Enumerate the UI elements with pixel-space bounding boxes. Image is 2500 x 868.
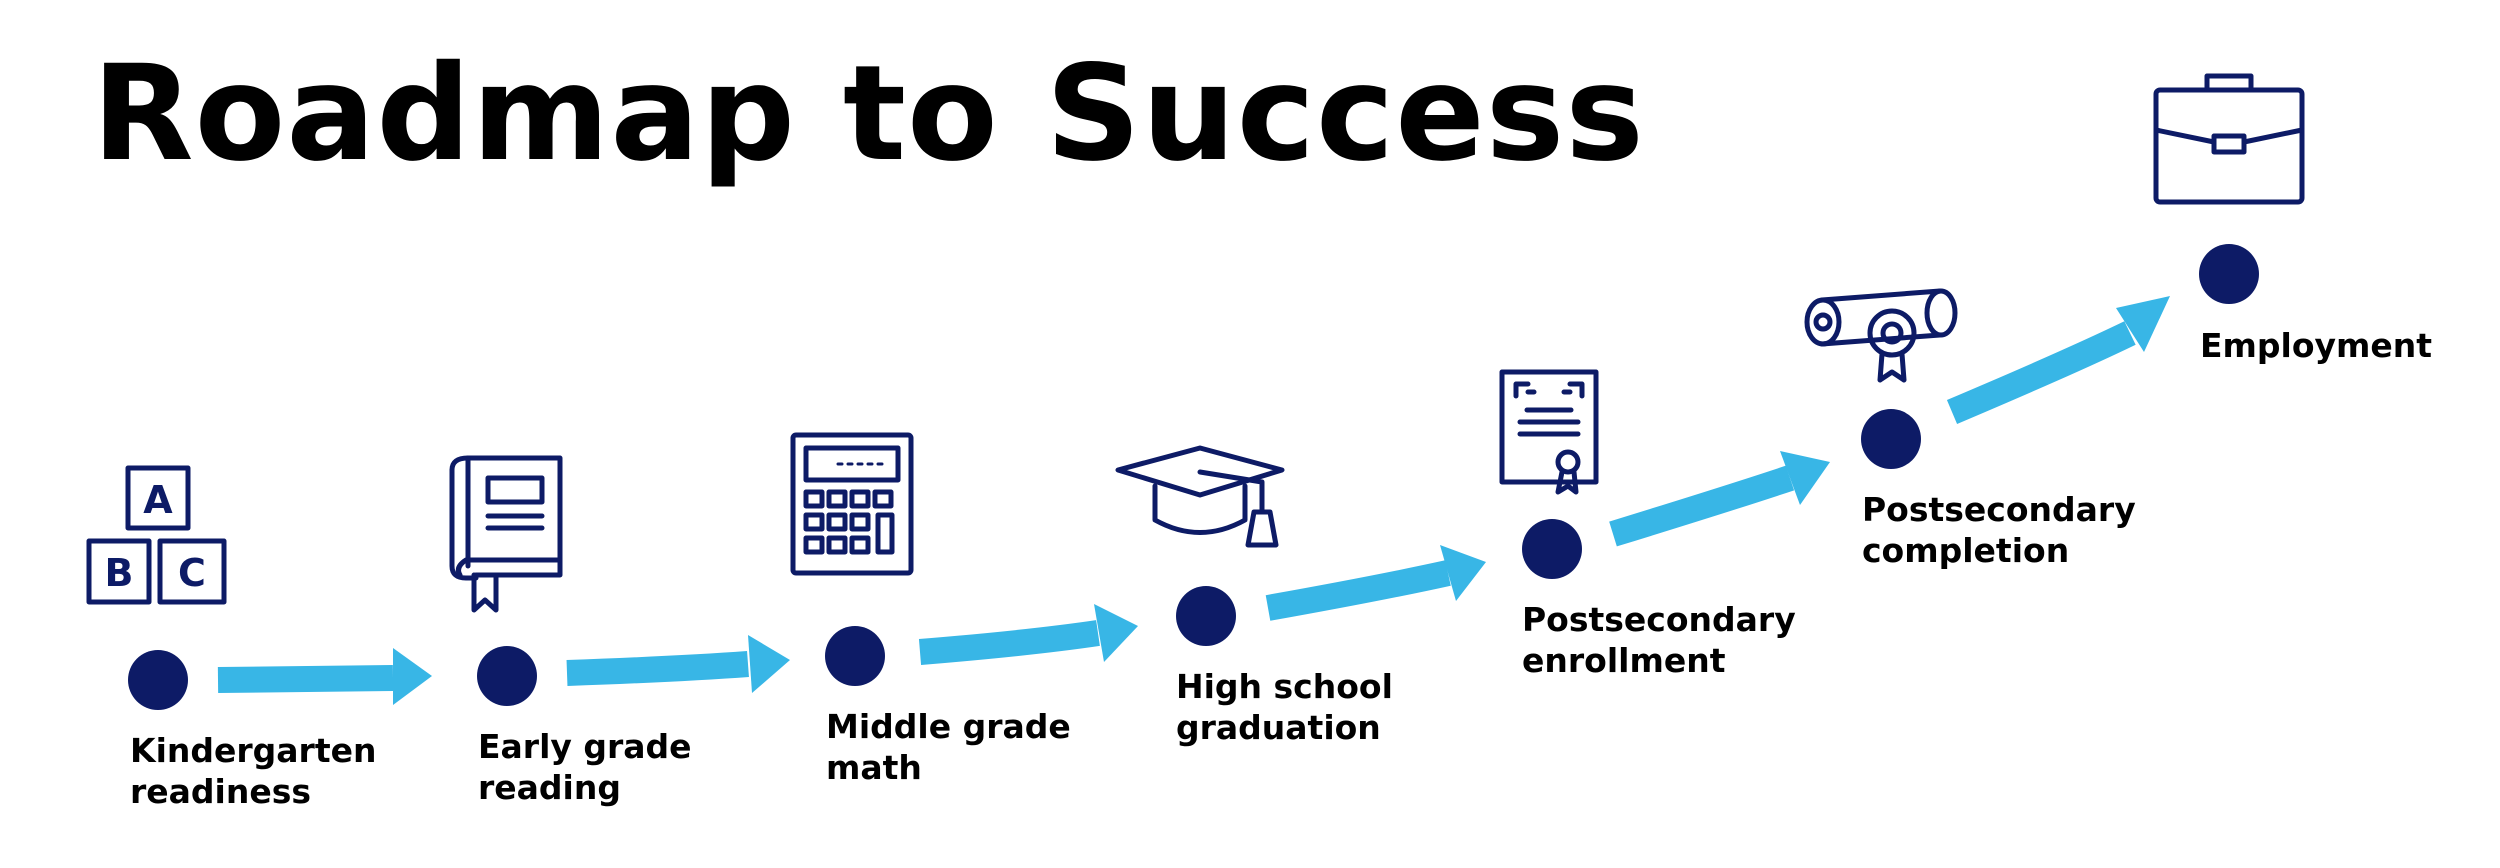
arrows — [217, 296, 2170, 705]
step-label-3: Middle grade math — [826, 707, 1071, 788]
milestone-dots — [128, 244, 2259, 710]
arrow-6 — [1946, 296, 2170, 424]
briefcase-icon — [2153, 73, 2305, 205]
step-dot-5 — [1522, 519, 1582, 579]
svg-text:C: C — [178, 551, 206, 595]
step-label-7: Employment — [2200, 326, 2433, 365]
step-label-5: Postsecondary enrollment — [1522, 600, 1796, 681]
svg-text:B: B — [105, 551, 134, 595]
step-dot-2 — [477, 646, 537, 706]
step-dot-1 — [128, 650, 188, 710]
certificate-icon — [1499, 369, 1599, 495]
step-dot-7 — [2199, 244, 2259, 304]
step-dot-3 — [825, 626, 885, 686]
arrow-3 — [918, 604, 1138, 665]
svg-text:A: A — [143, 478, 173, 522]
step-dot-6 — [1861, 409, 1921, 469]
step-label-1: Kindergarten readiness — [130, 731, 377, 812]
book-icon — [449, 455, 563, 613]
arrow-4 — [1265, 545, 1486, 621]
calculator-icon — [790, 432, 914, 576]
step-label-4: High school graduation — [1176, 667, 1393, 748]
step-label-2: Early grade reading — [478, 727, 692, 808]
step-dot-4 — [1176, 586, 1236, 646]
arrow-1 — [217, 648, 432, 705]
page-title: Roadmap to Success — [92, 37, 1645, 191]
diploma-scroll-icon — [1804, 288, 1958, 383]
arrow-2 — [566, 635, 790, 693]
graduation-cap-icon — [1115, 445, 1285, 548]
arrow-5 — [1609, 451, 1830, 547]
abc-blocks-icon: A B C — [86, 465, 227, 605]
step-label-6: Postsecondary completion — [1862, 490, 2136, 571]
